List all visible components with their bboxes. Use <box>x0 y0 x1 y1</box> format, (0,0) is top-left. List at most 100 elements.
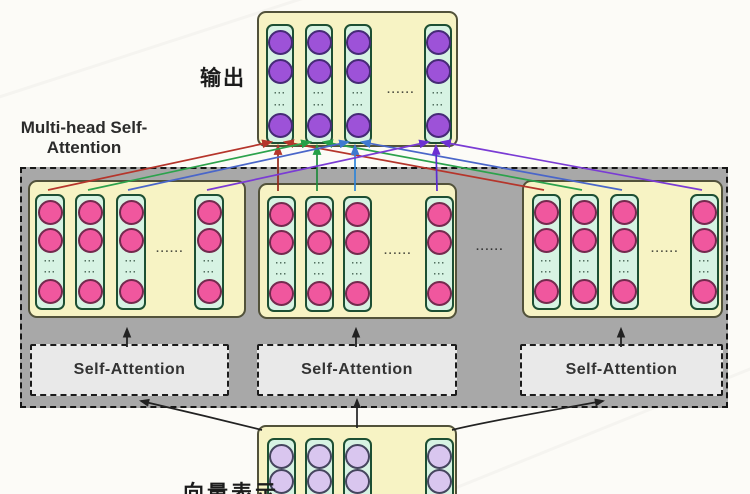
head1-vector-column: ······ <box>35 194 65 310</box>
ellipsis-dots: ··· <box>618 255 631 266</box>
vector-unit-circle <box>345 202 370 227</box>
head1-vector-column: ······ <box>75 194 105 310</box>
vector-unit-circle <box>692 200 717 225</box>
vector-unit-circle <box>572 228 597 254</box>
vector-unit-circle <box>427 469 452 494</box>
vector-unit-circle <box>37 200 63 225</box>
vector-unit-circle <box>77 228 103 254</box>
output-panel: ······ ······ ······ ······ ······ <box>257 11 458 147</box>
ellipsis-dots: ··· <box>44 255 56 266</box>
input-vector-column: ······ <box>267 438 296 494</box>
ellipsis-dots: ··· <box>618 266 631 277</box>
vector-unit-circle <box>306 59 332 85</box>
vector-unit-circle <box>345 444 370 469</box>
vector-unit-circle <box>269 281 294 306</box>
head2-vector-column: ······ <box>343 196 372 312</box>
head2-vector-column: ······ <box>425 196 454 312</box>
self-attention-box-1: Self-Attention <box>30 344 229 396</box>
head2-vector-column: ······ <box>305 196 334 312</box>
ellipsis-dots: ··· <box>352 99 364 110</box>
input-panel: ······ ······ ······ ······ <box>257 425 457 494</box>
vector-unit-circle <box>269 469 294 494</box>
ellipsis-dots: ··· <box>275 257 288 268</box>
ellipsis-dots: ··· <box>125 255 137 266</box>
self-attention-label: Self-Attention <box>301 361 413 378</box>
vector-unit-circle <box>534 228 559 254</box>
vector-unit-circle <box>269 230 294 256</box>
ellipsis-dots: ··· <box>578 255 591 266</box>
ellipsis-dots: ··· <box>313 87 325 98</box>
self-attention-label: Self-Attention <box>73 361 186 378</box>
head2-panel: ······ ······ ······ ······ ······ <box>258 183 457 319</box>
vector-unit-circle <box>196 228 222 254</box>
head3-vector-column: ······ <box>532 194 561 310</box>
vector-unit-circle <box>534 200 559 225</box>
output-vector-column: ······ <box>424 24 452 144</box>
ellipsis: ······ <box>156 246 184 258</box>
vector-unit-circle <box>425 30 451 55</box>
self-attention-box-2: Self-Attention <box>257 344 457 396</box>
vector-unit-circle <box>692 279 717 304</box>
head1-vector-column: ······ <box>116 194 146 310</box>
vector-unit-circle <box>307 202 332 227</box>
ellipsis-dots: ··· <box>275 268 288 279</box>
output-vector-column: ······ <box>266 24 294 144</box>
vector-unit-circle <box>306 113 332 138</box>
head2-vector-column: ······ <box>267 196 296 312</box>
ellipsis-dots: ··· <box>84 266 96 277</box>
input-vector-column: ······ <box>305 438 334 494</box>
ellipsis-dots: ··· <box>698 255 711 266</box>
ellipsis-dots: ··· <box>313 99 325 110</box>
vector-unit-circle <box>77 279 103 304</box>
vector-unit-circle <box>572 279 597 304</box>
head3-vector-column: ······ <box>690 194 719 310</box>
ellipsis-dots: ··· <box>351 268 364 279</box>
vector-unit-circle <box>37 279 63 304</box>
ellipsis-dots: ··· <box>540 255 553 266</box>
ellipsis-dots: ··· <box>125 266 137 277</box>
vector-unit-circle <box>345 59 371 85</box>
vector-unit-circle <box>345 230 370 256</box>
self-attention-box-3: Self-Attention <box>520 344 723 396</box>
vector-unit-circle <box>267 113 293 138</box>
head1-panel: ······ ······ ······ ······ ······ <box>28 180 246 318</box>
vector-unit-circle <box>612 228 637 254</box>
input-vector-column: ······ <box>425 438 454 494</box>
vector-unit-circle <box>196 200 222 225</box>
output-vector-column: ······ <box>344 24 372 144</box>
vector-unit-circle <box>307 469 332 494</box>
ellipsis: ······ <box>387 87 415 99</box>
ellipsis-dots: ··· <box>432 99 444 110</box>
vector-unit-circle <box>307 444 332 469</box>
ellipsis-dots: ··· <box>203 266 215 277</box>
ellipsis: ······ <box>651 246 679 258</box>
input-vector-column: ······ <box>343 438 372 494</box>
head1-vector-column: ······ <box>194 194 224 310</box>
ellipsis-dots: ··· <box>274 87 286 98</box>
vector-unit-circle <box>534 279 559 304</box>
output-vector-column: ······ <box>305 24 333 144</box>
vector-unit-circle <box>612 200 637 225</box>
ellipsis-dots: ··· <box>433 268 446 279</box>
head3-vector-column: ······ <box>610 194 639 310</box>
vector-unit-circle <box>306 30 332 55</box>
vector-unit-circle <box>307 230 332 256</box>
ellipsis-dots: ··· <box>698 266 711 277</box>
vector-unit-circle <box>269 202 294 227</box>
ellipsis-dots: ··· <box>540 266 553 277</box>
vector-unit-circle <box>345 469 370 494</box>
vector-unit-circle <box>345 30 371 55</box>
vector-unit-circle <box>427 281 452 306</box>
vector-unit-circle <box>612 279 637 304</box>
ellipsis-dots: ··· <box>203 255 215 266</box>
vector-unit-circle <box>307 281 332 306</box>
vector-unit-circle <box>37 228 63 254</box>
vector-unit-circle <box>118 200 144 225</box>
input-label: 向量表示 <box>183 482 279 494</box>
vector-unit-circle <box>77 200 103 225</box>
ellipsis-dots: ··· <box>352 87 364 98</box>
vector-unit-circle <box>269 444 294 469</box>
ellipsis: ······ <box>384 248 412 260</box>
vector-unit-circle <box>267 30 293 55</box>
